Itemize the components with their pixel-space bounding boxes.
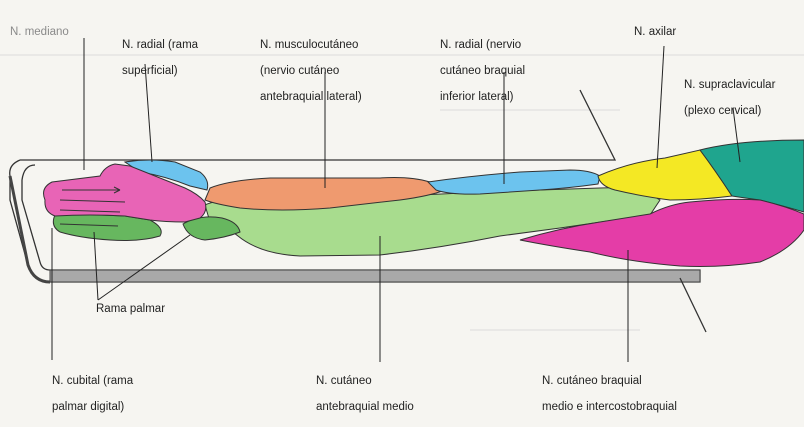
label-axilar: N. axilar [634,26,676,39]
label-cutaneo-braquial-medio: N. cutáneo braquial medio e intercostobr… [542,362,677,427]
label-musculocutaneo-line3: antebraquial lateral) [260,91,362,104]
label-cutaneo-medio-line2: antebraquial medio [316,401,414,414]
label-cutaneo-medio-line1: N. cutáneo [316,375,414,388]
label-rama-palmar: Rama palmar [96,303,165,316]
label-braquial-medio-line2: medio e intercostobraquial [542,401,677,414]
label-musculocutaneo: N. musculocutáneo (nervio cutáneo antebr… [260,26,362,117]
label-musculocutaneo-line2: (nervio cutáneo [260,65,362,78]
arm-nerve-diagram [0,0,804,396]
label-cubital-line2: palmar digital) [52,401,133,414]
label-cubital: N. cubital (rama palmar digital) [52,362,133,427]
label-cutaneo-antebraquial-medio: N. cutáneo antebraquial medio [316,362,414,427]
label-radial-inferior-line2: cutáneo braquial [440,65,525,78]
label-mediano: N. mediano [10,26,69,39]
label-radial-inferior-line3: inferior lateral) [440,91,525,104]
label-radial-superficial-line1: N. radial (rama [122,39,198,52]
label-cubital-line1: N. cubital (rama [52,375,133,388]
label-braquial-medio-line1: N. cutáneo braquial [542,375,677,388]
label-supraclavicular-line2: (plexo cervical) [684,105,804,118]
label-radial-superficial-line2: superficial) [122,65,198,78]
label-radial-inferior: N. radial (nervio cutáneo braquial infer… [440,26,525,117]
label-radial-superficial: N. radial (rama superficial) [122,26,198,91]
label-radial-inferior-line1: N. radial (nervio [440,39,525,52]
label-musculocutaneo-line1: N. musculocutáneo [260,39,362,52]
label-supraclavicular: N. supraclavicular (plexo cervical) [684,66,804,131]
label-supraclavicular-line1: N. supraclavicular [684,79,804,92]
